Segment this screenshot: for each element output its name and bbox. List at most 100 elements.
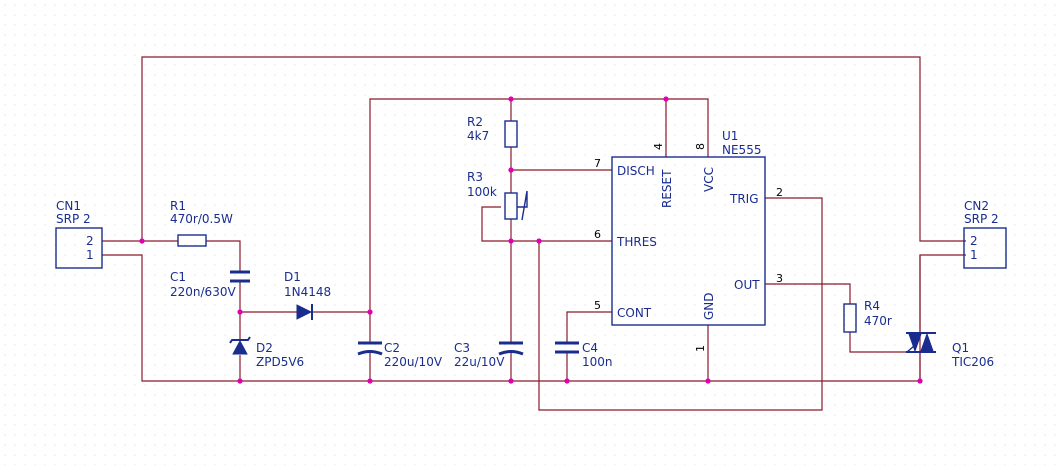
capacitor-c3-curved-plate <box>498 350 524 356</box>
wires <box>102 56 966 411</box>
capacitor-c4-value: 100n <box>582 355 613 369</box>
triac-q1-ref: Q1 <box>952 341 969 355</box>
wire-top-loop <box>141 56 966 242</box>
triac-q1-value: TIC206 <box>951 355 994 369</box>
junction-dot <box>705 378 711 384</box>
resistor-r2[interactable]: R2 4k7 <box>467 115 518 148</box>
junction-dot <box>917 378 923 384</box>
wire-r4-gate <box>849 332 907 353</box>
junction-dot <box>508 96 514 102</box>
ic-pin-name-out: OUT <box>734 278 760 292</box>
connector-cn2-value: SRP 2 <box>964 212 999 226</box>
junction-dot <box>508 167 514 173</box>
resistor-r4-value: 470r <box>864 314 892 328</box>
junction-dot <box>237 378 243 384</box>
capacitor-c1[interactable]: C1 220n/630V <box>170 270 250 299</box>
zener-diode-d2-ref: D2 <box>256 341 273 355</box>
ic-pin-number-4: 4 <box>652 143 665 150</box>
ic-pin-number-2: 2 <box>776 186 783 199</box>
ic-u1-body <box>611 156 766 326</box>
wire-ground-rail <box>102 254 966 382</box>
triac-q1-gate <box>906 345 915 353</box>
resistor-r1-body <box>177 234 207 247</box>
ic-u1-value: NE555 <box>722 143 761 157</box>
diode-d1-ref: D1 <box>284 270 301 284</box>
wire-cont-c4 <box>566 311 612 343</box>
connector-cn2-pin-1: 1 <box>970 248 978 262</box>
capacitor-c2-ref: C2 <box>384 341 400 355</box>
trimmer-r3-body <box>504 192 518 220</box>
resistor-r4-body <box>843 303 857 333</box>
resistor-r2-body <box>504 120 518 148</box>
diode-d1-anode-triangle <box>296 304 313 320</box>
resistor-r1-ref: R1 <box>170 199 186 213</box>
ic-pin-name-vcc: VCC <box>702 167 716 192</box>
connector-cn1-pin-2: 2 <box>86 234 94 248</box>
junction-dot <box>536 238 542 244</box>
capacitor-c4-ref: C4 <box>582 341 598 355</box>
ic-pin-number-5: 5 <box>594 299 601 312</box>
ic-pin-name-disch: DISCH <box>617 164 655 178</box>
resistor-r4[interactable]: R4 470r <box>843 299 892 333</box>
wire-supply-rail <box>369 98 709 343</box>
connector-cn1-pin-1: 1 <box>86 248 94 262</box>
resistor-r2-ref: R2 <box>467 115 483 129</box>
junction-dot <box>139 238 145 244</box>
wire-r1-c1 <box>206 240 241 272</box>
trimmer-r3[interactable]: R3 100k <box>467 170 528 221</box>
ic-pin-number-3: 3 <box>776 272 783 285</box>
wire-out-r4 <box>765 283 851 304</box>
diode-d1[interactable]: D1 1N4148 <box>284 270 331 320</box>
zener-diode-d2-cathode-bar <box>229 336 251 344</box>
resistor-r1[interactable]: R1 470r/0.5W <box>170 199 233 247</box>
junction-dot <box>564 378 570 384</box>
wire-r3-wiper <box>481 206 511 242</box>
zener-diode-d2-triangle <box>232 339 248 355</box>
ic-pin-name-reset: RESET <box>660 169 674 208</box>
capacitor-c1-ref: C1 <box>170 270 186 284</box>
connector-cn2-ref: CN2 <box>964 199 989 213</box>
zener-diode-d2[interactable]: D2 ZPD5V6 <box>229 336 304 369</box>
connector-cn2[interactable]: CN2 SRP 2 2 1 <box>963 199 1007 269</box>
connector-cn1[interactable]: CN1 SRP 2 2 1 <box>55 199 103 269</box>
ic-pin-name-gnd: GND <box>702 292 716 320</box>
resistor-r1-value: 470r/0.5W <box>170 212 233 226</box>
zener-diode-d2-value: ZPD5V6 <box>256 355 304 369</box>
ic-pin-number-1: 1 <box>694 345 707 352</box>
triac-q1[interactable]: Q1 TIC206 <box>906 332 994 369</box>
capacitor-c2[interactable]: C2 220u/10V <box>357 341 443 369</box>
trimmer-r3-value: 100k <box>467 185 497 199</box>
connector-cn1-value: SRP 2 <box>56 212 91 226</box>
resistor-r2-value: 4k7 <box>467 129 489 143</box>
junction-dot <box>367 309 373 315</box>
trimmer-r3-ref: R3 <box>467 170 483 184</box>
trimmer-r3-arrow <box>517 190 528 221</box>
capacitor-c4[interactable]: C4 100n <box>555 341 613 369</box>
junction-dot <box>508 378 514 384</box>
junction-dot <box>508 238 514 244</box>
wire-trig-loop <box>538 197 823 411</box>
resistor-r4-ref: R4 <box>864 299 880 313</box>
diode-d1-value: 1N4148 <box>284 285 331 299</box>
ic-pin-name-trig: TRIG <box>729 192 759 206</box>
capacitor-c3-value: 22u/10V <box>454 355 505 369</box>
capacitor-c2-value: 220u/10V <box>384 355 443 369</box>
ic-pin-number-8: 8 <box>694 143 707 150</box>
ic-pin-name-thres: THRES <box>616 235 657 249</box>
connector-cn1-body <box>55 227 103 269</box>
connector-cn2-body <box>963 227 1007 269</box>
connector-cn2-pin-2: 2 <box>970 234 978 248</box>
capacitor-c3[interactable]: C3 22u/10V <box>454 341 524 369</box>
ic-u1-ref: U1 <box>722 129 738 143</box>
ic-u1[interactable]: U1 NE555 DISCH THRES CONT TRIG OUT RESET… <box>594 129 783 352</box>
junction-dot <box>367 378 373 384</box>
connector-cn1-ref: CN1 <box>56 199 81 213</box>
capacitor-c3-ref: C3 <box>454 341 470 355</box>
ic-pin-number-6: 6 <box>594 228 601 241</box>
capacitor-c1-value: 220n/630V <box>170 285 236 299</box>
ic-pin-number-7: 7 <box>594 157 601 170</box>
junctions <box>139 96 923 384</box>
capacitor-c2-curved-plate <box>357 350 383 356</box>
